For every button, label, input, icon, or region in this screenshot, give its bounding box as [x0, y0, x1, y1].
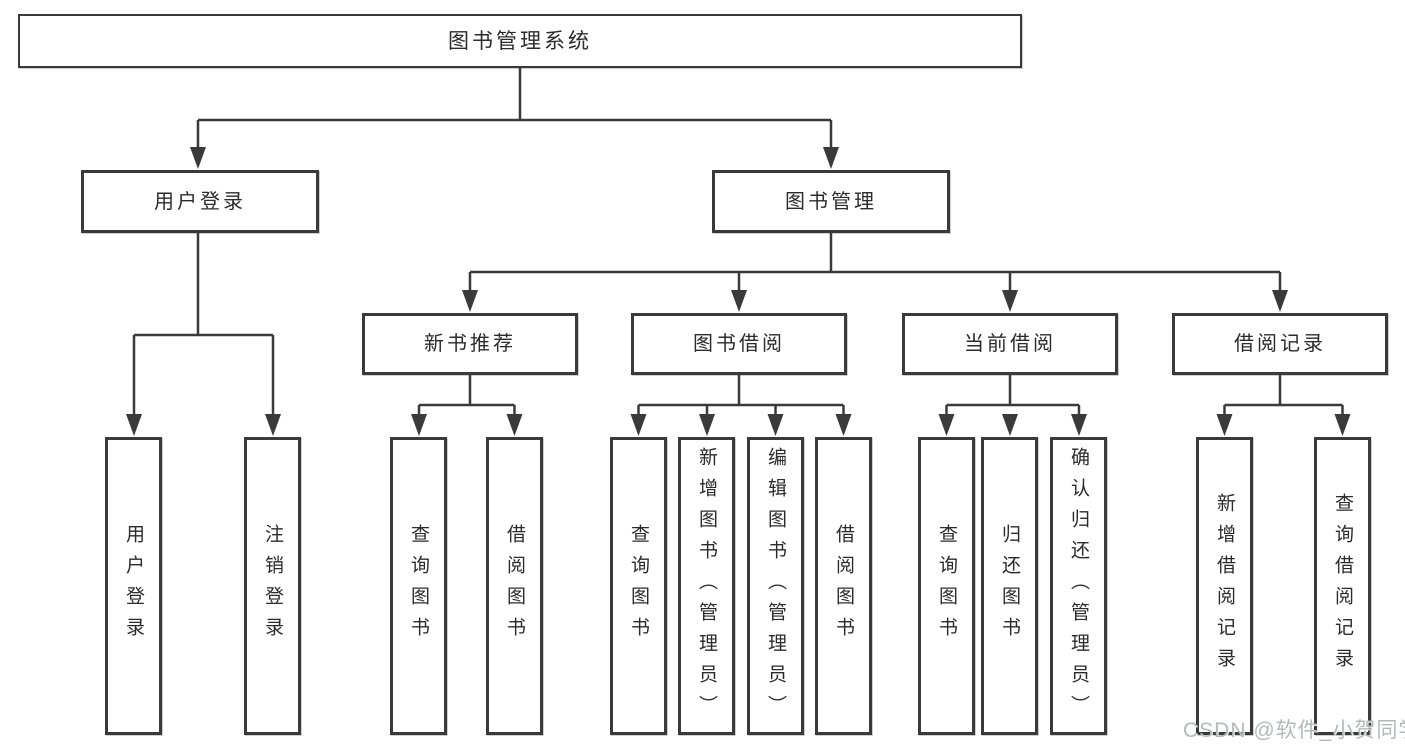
arrowhead-icons — [126, 147, 1351, 436]
node-user-login-label: 用户登录 — [154, 190, 246, 213]
node-current-borrowing: 当前借阅 — [902, 313, 1118, 375]
node-borrowing-records-label: 借阅记录 — [1234, 333, 1326, 355]
node-new-book-recommend: 新书推荐 — [362, 313, 578, 375]
leaf-add-borrow-record: 新增借阅记录 — [1196, 437, 1253, 735]
leaf-borrow-books-borrowing: 借阅图书 — [815, 437, 872, 735]
leaf-add-book-admin-label: 新增图书（管理员） — [696, 446, 717, 726]
leaf-borrow-books-recommend: 借阅图书 — [486, 437, 543, 735]
node-borrowing-records: 借阅记录 — [1172, 313, 1388, 375]
leaf-query-borrow-record: 查询借阅记录 — [1314, 437, 1371, 735]
leaf-confirm-return-admin-label: 确认归还（管理员） — [1068, 446, 1089, 726]
connector-lines — [132, 68, 1344, 416]
leaf-logout-label: 注销登录 — [262, 524, 283, 648]
leaf-logout: 注销登录 — [244, 437, 301, 735]
leaf-return-book-label: 归还图书 — [999, 524, 1020, 648]
leaf-edit-book-admin-label: 编辑图书（管理员） — [765, 446, 786, 726]
leaf-add-borrow-record-label: 新增借阅记录 — [1214, 493, 1235, 679]
node-user-login: 用户登录 — [81, 170, 319, 233]
node-book-borrowing-label: 图书借阅 — [693, 333, 785, 355]
leaf-query-books-borrowing: 查询图书 — [610, 437, 667, 735]
node-new-book-recommend-label: 新书推荐 — [424, 333, 516, 355]
leaf-return-book: 归还图书 — [981, 437, 1038, 735]
leaf-edit-book-admin: 编辑图书（管理员） — [747, 437, 804, 735]
leaf-add-book-admin: 新增图书（管理员） — [678, 437, 735, 735]
leaf-query-books-recommend: 查询图书 — [390, 437, 447, 735]
leaf-query-books-current: 查询图书 — [918, 437, 975, 735]
leaf-query-books-current-label: 查询图书 — [936, 524, 957, 648]
node-root-label: 图书管理系统 — [448, 29, 592, 53]
leaf-user-login: 用户登录 — [105, 437, 162, 735]
leaf-query-borrow-record-label: 查询借阅记录 — [1332, 493, 1353, 679]
leaf-borrow-books-recommend-label: 借阅图书 — [504, 524, 525, 648]
leaf-borrow-books-borrowing-label: 借阅图书 — [833, 524, 854, 648]
node-root: 图书管理系统 — [18, 14, 1022, 68]
leaf-confirm-return-admin: 确认归还（管理员） — [1050, 437, 1107, 735]
csdn-watermark: CSDN @软件_小贺同学 — [1183, 719, 1405, 742]
leaf-query-books-recommend-label: 查询图书 — [408, 524, 429, 648]
leaf-user-login-label: 用户登录 — [123, 524, 144, 648]
node-current-borrowing-label: 当前借阅 — [964, 333, 1056, 355]
node-book-borrowing: 图书借阅 — [631, 313, 847, 375]
node-book-management: 图书管理 — [712, 170, 950, 233]
leaf-query-books-borrowing-label: 查询图书 — [628, 524, 649, 648]
node-book-management-label: 图书管理 — [785, 190, 877, 213]
